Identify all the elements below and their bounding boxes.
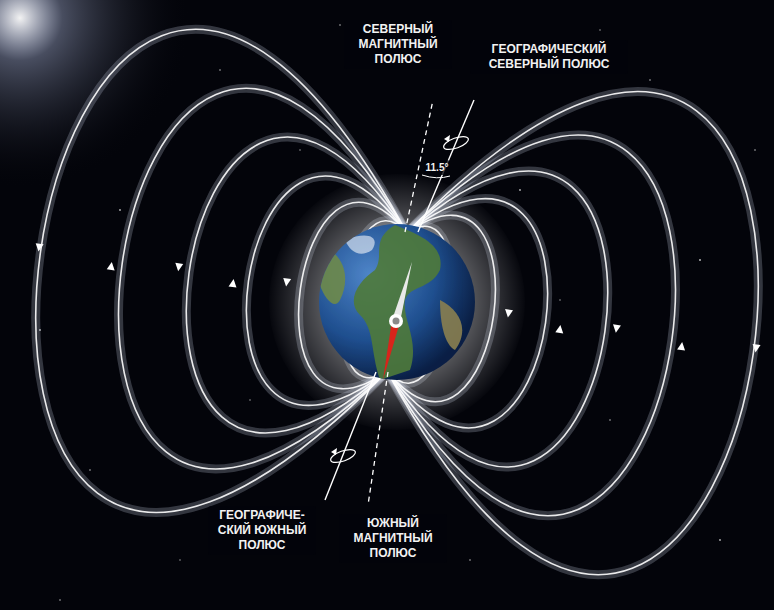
pole-label: ГЕОГРАФИЧЕСКИЙ СЕВЕРНЫЙ ПОЛЮС xyxy=(470,40,628,74)
pole-label: СЕВЕРНЫЙ МАГНИТНЫЙ ПОЛЮС xyxy=(344,20,452,69)
angle-label: 11.5° xyxy=(424,160,451,175)
pole-label: ЮЖНЫЙ МАГНИТНЫЙ ПОЛЮС xyxy=(339,514,447,563)
pole-label: ГЕОГРАФИЧЕ- СКИЙ ЮЖНЫЙ ПОЛЮС xyxy=(208,506,316,555)
